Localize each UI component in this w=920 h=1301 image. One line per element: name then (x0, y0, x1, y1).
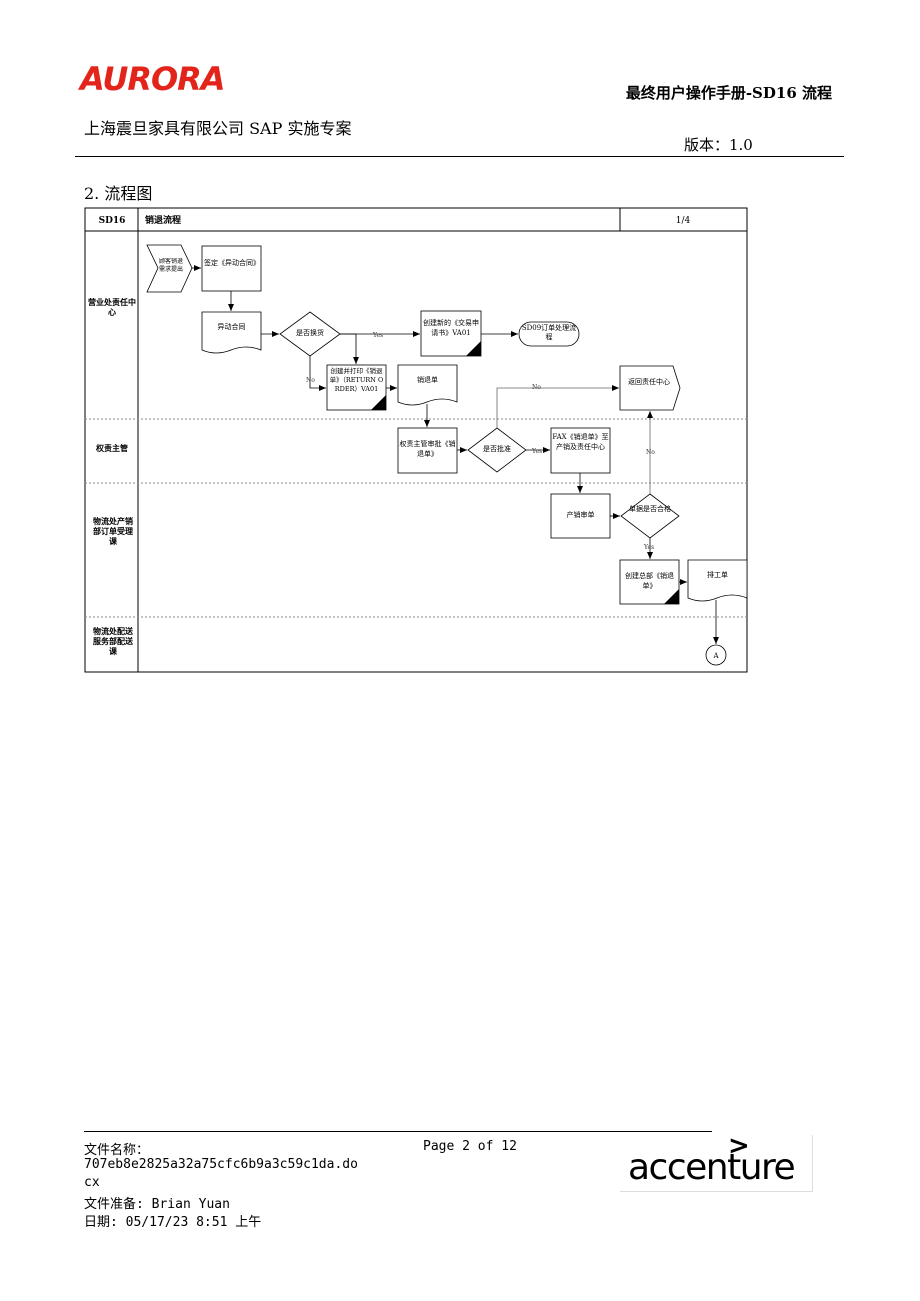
edge-label-no-3: No (646, 449, 655, 456)
version-label: 版本：1.0 (684, 136, 753, 154)
edge-label-yes-3: Yes (643, 544, 654, 551)
label-connector: A (712, 652, 719, 660)
node-new-order (420, 310, 482, 357)
flow-code: SD16 (99, 216, 126, 226)
node-sd09 (518, 321, 580, 347)
node-print-return (326, 364, 387, 411)
project-title: 上海震旦家具有限公司 SAP 实施专案 (84, 119, 352, 138)
node-prod-review (550, 493, 611, 539)
label-manager-review: 权责主管审批《销退单》 (400, 440, 456, 458)
section-title: 2. 流程图 (84, 184, 153, 203)
lane-label-manager: 权责主管 (96, 444, 128, 453)
label-start: 顾客销退需求提出 (159, 258, 183, 273)
flow-name: 销退流程 (145, 214, 181, 226)
accenture-logo: > accenture (620, 1131, 813, 1192)
lane-label-sales: 营业处责任中心 (88, 298, 136, 317)
footer-page: Page 2 of 12 (423, 1139, 517, 1154)
node-start (146, 244, 193, 293)
label-doc-ok: 单据是否合格 (629, 505, 671, 513)
node-return-doc (397, 364, 458, 406)
footer-divider (84, 1131, 712, 1132)
header-divider (75, 156, 844, 157)
accenture-arrow-icon: > (728, 1131, 750, 1161)
label-fax: FAX《销退单》至产销及责任中心 (552, 433, 608, 451)
lane-label-logistics-delivery: 物流处配送服务部配送课 (93, 627, 133, 656)
node-return-center (619, 365, 681, 411)
flowchart: SD16 销退流程 1/4 营业处责任中心 权责主管 物流处产销部订单受理课 物… (84, 207, 748, 673)
label-return-center: 返回责任中心 (628, 378, 670, 386)
flowchart-frame (84, 207, 748, 673)
edge-label-no-1: No (306, 377, 315, 384)
footer-date: 日期: 05/17/23 8:51 上午 (84, 1215, 262, 1230)
node-contract-doc (201, 311, 262, 354)
footer-file-name-1: 707eb8e2825a32a75cfc6b9a3c59c1da.do (84, 1157, 358, 1172)
node-create-hq (619, 559, 680, 605)
footer-file-label: 文件名称： (84, 1143, 150, 1158)
node-connector (705, 644, 727, 666)
node-schedule-doc (687, 559, 748, 602)
footer-prepared-by: 文件准备: Brian Yuan (84, 1197, 230, 1212)
edge-label-no-2: No (532, 384, 541, 391)
aurora-logo: AURORA (80, 60, 226, 98)
node-sign-contract (201, 245, 262, 292)
label-prod-review: 产销审单 (567, 511, 595, 519)
flow-page: 1/4 (676, 216, 691, 226)
footer-file-name-2: cx (84, 1175, 100, 1190)
manual-title: 最终用户操作手册-SD16 流程 (625, 84, 832, 102)
edge-label-yes-1: Yes (372, 332, 383, 339)
node-approved-decision (467, 427, 527, 473)
accenture-wordmark: accenture (628, 1147, 796, 1188)
node-manager-review (397, 427, 458, 474)
label-exchange: 是否换货 (296, 329, 324, 337)
label-sign-contract: 签定《异动合同》 (204, 259, 259, 267)
node-fax (550, 427, 611, 474)
label-new-order: 创建新的《交易申请书》VA01 (423, 319, 479, 337)
label-schedule: 排工单 (707, 571, 728, 579)
label-contract-doc: 异动合同 (218, 323, 246, 331)
edge-label-yes-2: Yes (531, 448, 542, 455)
label-return-doc: 销退单 (417, 376, 438, 384)
label-print-return: 创建并打印《销退单》（RETURN ORDER）VA01 (330, 367, 384, 393)
label-create-hq: 创建总部《销退单》 (625, 572, 674, 590)
label-approved: 是否批准 (483, 445, 511, 453)
label-sd09: SD09订单处理流程 (522, 324, 576, 341)
lane-label-logistics-order: 物流处产销部订单受理课 (93, 517, 133, 546)
